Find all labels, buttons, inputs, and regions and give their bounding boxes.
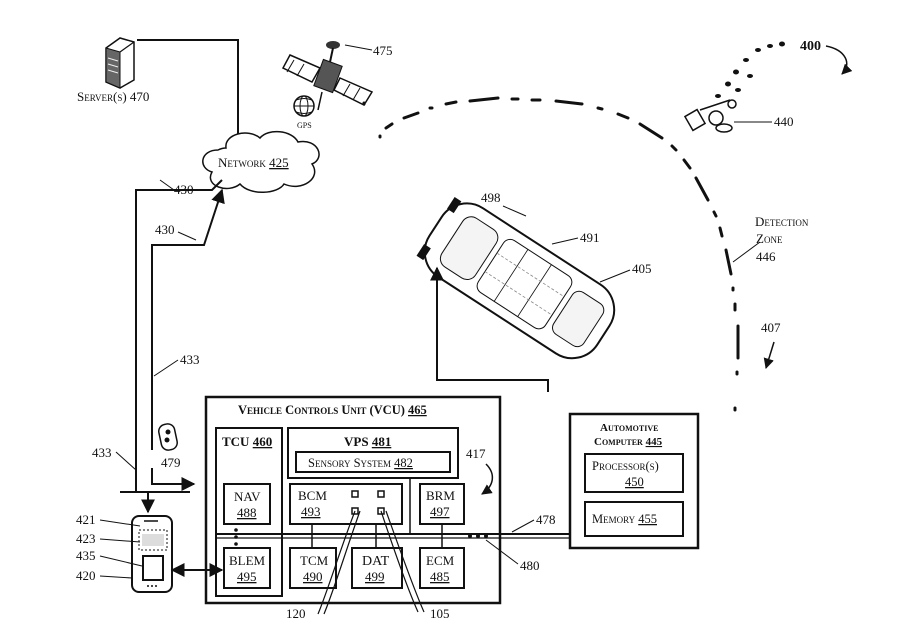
vehicle-ref-491: 491 (580, 230, 600, 245)
computer-label-2: Computer 445 (594, 436, 663, 448)
ref-480: 480 (520, 558, 540, 573)
link-ref-433a: 433 (180, 352, 200, 367)
bus-ellipsis (468, 534, 488, 538)
detection-zone-ref: 446 (756, 249, 776, 264)
satellite-icon (281, 41, 374, 111)
processor-box (584, 453, 684, 493)
blem-label: BLEM (229, 553, 266, 568)
link-ref-430b: 430 (155, 222, 175, 237)
vcu-title: Vehicle Controls Unit (VCU) 465 (238, 403, 427, 417)
tcm-box (289, 547, 337, 589)
detection-zone-arc (362, 96, 740, 412)
footprints-icon (715, 41, 785, 98)
ref-407: 407 (761, 320, 781, 335)
computer-label-1: Automotive (600, 422, 658, 434)
server-label: Server(s) 470 (77, 89, 149, 104)
ecm-ref: 485 (430, 569, 450, 584)
link-ref-430a: 430 (174, 182, 194, 197)
brm-label: BRM (426, 488, 455, 503)
vehicle-icon (416, 197, 616, 360)
memory-label: Memory 455 (592, 512, 657, 526)
blem-ref: 495 (237, 569, 257, 584)
key-fob-icon (158, 423, 178, 451)
detection-zone-label-2: Zone (756, 231, 783, 246)
memory-box (584, 501, 684, 537)
brm-box (419, 483, 465, 525)
phone-ref-420: 420 (76, 568, 96, 583)
blem-box (223, 547, 271, 589)
processor-ref: 450 (625, 475, 644, 489)
gps-globe-icon (293, 95, 315, 117)
smartphone-icon (131, 515, 173, 593)
bus-connectors (311, 478, 443, 548)
tcu-label: TCU 460 (222, 434, 272, 449)
tcm-label: TCM (300, 553, 329, 568)
figure-number: 400 (800, 39, 821, 54)
vps-label: VPS 481 (344, 434, 391, 449)
dat-label: DAT (362, 554, 390, 569)
network-label: Network 425 (218, 155, 289, 170)
nav-box (223, 483, 271, 525)
ref-105: 105 (430, 606, 450, 618)
ref-417: 417 (466, 446, 486, 461)
vehicle-ref-498: 498 (481, 190, 501, 205)
user-figure-icon (683, 99, 737, 133)
vehicle-ref-405: 405 (632, 261, 652, 276)
ref-478: 478 (536, 512, 556, 527)
link-ref-433b: 433 (92, 445, 112, 460)
bcm-ref: 493 (301, 504, 321, 519)
phone-ref-421: 421 (76, 512, 96, 527)
phone-ref-435: 435 (76, 548, 96, 563)
nav-ref: 488 (237, 505, 257, 520)
user-ref: 440 (774, 114, 794, 129)
detection-zone-label-1: Detection (755, 214, 809, 229)
sensory-label: Sensory System 482 (308, 456, 413, 470)
dat-box (351, 547, 403, 589)
fob-ref-479: 479 (161, 455, 181, 470)
tcm-ref: 490 (303, 569, 323, 584)
processor-label: Processor(s) (592, 459, 659, 473)
sensory-system-box (295, 451, 451, 473)
tcu-ellipsis (234, 528, 238, 546)
server-icon (105, 37, 135, 89)
nav-label: NAV (234, 489, 261, 504)
network-cloud (202, 130, 320, 193)
gps-label: GPS (297, 121, 312, 130)
ref-120: 120 (286, 606, 306, 618)
bcm-label: BCM (298, 488, 327, 503)
phone-ref-423: 423 (76, 531, 96, 546)
brm-ref: 497 (430, 504, 450, 519)
ecm-label: ECM (426, 553, 455, 568)
leader-lines-bottom (317, 510, 425, 615)
ecm-box (419, 547, 465, 589)
satellite-ref: 475 (373, 43, 393, 58)
dat-ref: 499 (365, 569, 385, 584)
